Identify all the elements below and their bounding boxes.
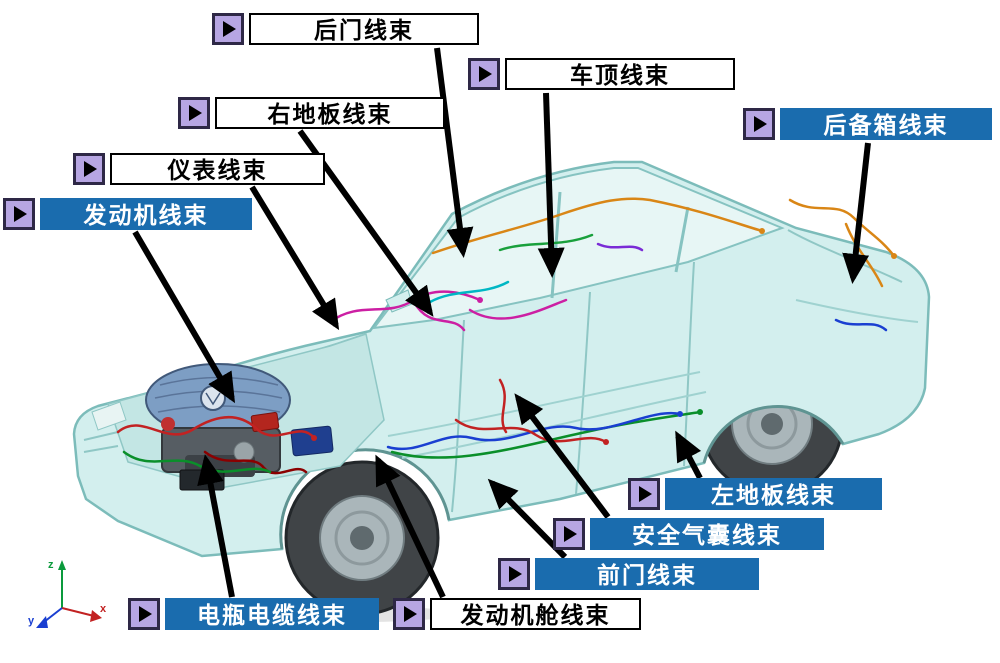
callout-airbag: 安全气囊线束 — [553, 518, 824, 550]
play-icon — [468, 58, 500, 90]
grille-lines — [83, 431, 119, 453]
front-wheel — [284, 460, 440, 616]
label-instrument: 仪表线束 — [110, 153, 325, 185]
callout-instrument: 仪表线束 — [73, 153, 325, 185]
c-pillar — [674, 206, 690, 273]
play-icon — [73, 153, 105, 185]
triangle-glyph — [84, 161, 97, 177]
triangle-glyph — [189, 105, 202, 121]
callout-front-door: 前门线束 — [498, 558, 759, 590]
label-right-floor: 右地板线束 — [215, 97, 445, 129]
play-icon — [628, 478, 660, 510]
battery-unit — [179, 469, 225, 491]
callout-engine-bay: 发动机舱线束 — [393, 598, 641, 630]
callout-engine: 发动机线束 — [3, 198, 252, 230]
label-engine-bay: 发动机舱线束 — [430, 598, 641, 630]
triangle-glyph — [14, 206, 27, 222]
label-roof: 车顶线束 — [505, 58, 735, 90]
headlamp — [91, 401, 127, 431]
label-battery: 电瓶电缆线束 — [165, 598, 379, 630]
play-icon — [553, 518, 585, 550]
triangle-glyph — [139, 606, 152, 622]
axis-z-label: z — [48, 559, 54, 571]
triangle-glyph — [509, 566, 522, 582]
callout-right-floor: 右地板线束 — [178, 97, 445, 129]
play-icon — [393, 598, 425, 630]
label-trunk: 后备箱线束 — [780, 108, 992, 140]
play-icon — [128, 598, 160, 630]
axis-y-label: y — [28, 615, 35, 627]
coordinate-axes: z x y — [28, 559, 107, 628]
label-front-door: 前门线束 — [535, 558, 759, 590]
b-pillar — [550, 191, 562, 299]
callout-battery: 电瓶电缆线束 — [128, 598, 379, 630]
play-icon — [3, 198, 35, 230]
triangle-glyph — [404, 606, 417, 622]
triangle-glyph — [564, 526, 577, 542]
triangle-glyph — [754, 116, 767, 132]
triangle-glyph — [639, 486, 652, 502]
play-icon — [498, 558, 530, 590]
fuse-box — [290, 425, 334, 457]
play-icon — [212, 13, 244, 45]
label-engine: 发动机线束 — [40, 198, 252, 230]
callout-trunk: 后备箱线束 — [743, 108, 992, 140]
triangle-glyph — [223, 21, 236, 37]
play-icon — [743, 108, 775, 140]
rear-wheel-arch — [702, 404, 845, 464]
triangle-glyph — [479, 66, 492, 82]
engine-badge — [200, 385, 226, 411]
label-rear-door: 后门线束 — [249, 13, 479, 45]
callout-left-floor: 左地板线束 — [628, 478, 882, 510]
axis-x-label: x — [100, 603, 107, 615]
label-left-floor: 左地板线束 — [665, 478, 882, 510]
callout-rear-door: 后门线束 — [212, 13, 479, 45]
play-icon — [178, 97, 210, 129]
callout-roof: 车顶线束 — [468, 58, 735, 90]
label-airbag: 安全气囊线束 — [590, 518, 824, 550]
